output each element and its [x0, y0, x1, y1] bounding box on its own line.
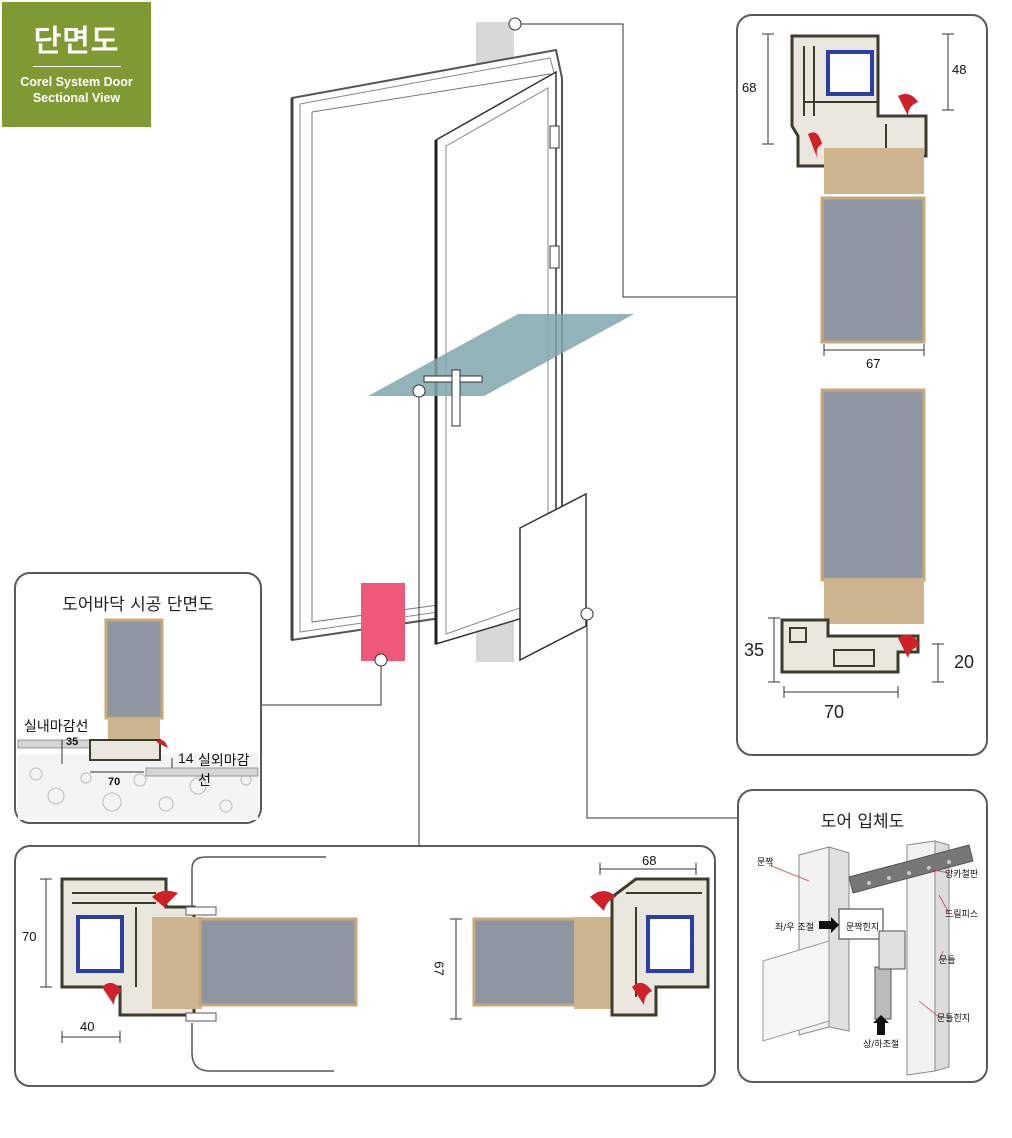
iso-frame-hinge — [874, 966, 892, 1020]
floor-wood-block — [108, 718, 160, 742]
bottom-foam-core — [820, 388, 926, 582]
iso-panel-title: 도어 입체도 — [820, 812, 905, 832]
iso-anchor-plate-label: 앙카철판 — [945, 870, 979, 880]
threshold-gasket — [898, 634, 920, 658]
dim-48-label: 48 — [952, 62, 967, 77]
iso-ud-adjust-label: 상/하조절 — [863, 1040, 900, 1050]
floor-dim-35-label: 35 — [66, 736, 79, 748]
hsec-dim-67-label: 67 — [431, 961, 447, 976]
floor-panel-title: 도어바닥 시공 단면도 — [62, 595, 214, 615]
left-gasket-2 — [102, 982, 122, 1005]
iso-frame-hinge-label: 문틀힌지 — [937, 1014, 971, 1024]
threshold-profile — [780, 618, 920, 674]
iso-frame-label: 문틀 — [939, 956, 956, 966]
lr-adjust-arrow — [819, 917, 839, 933]
isometric-view-panel: 도어 입체도 문짝 앙카철판 드릴피스 좌/우 조절 문짝힌지 문틀 문틀힌지 — [737, 789, 988, 1083]
top-foam-core — [820, 196, 926, 344]
dim-35-label: 35 — [744, 640, 765, 660]
horizontal-section-panel: 70 40 67 68 — [14, 845, 716, 1087]
indoor-finish-label: 실내마감선 — [24, 718, 89, 734]
indoor-finish-line — [17, 739, 93, 749]
top-wood-block — [824, 148, 924, 194]
top-gasket-1 — [898, 94, 918, 116]
dim-20-label: 20 — [954, 652, 975, 672]
hinge-outline-top — [191, 856, 326, 907]
floor-threshold — [89, 739, 161, 761]
right-foam-core — [472, 917, 578, 1007]
hinge-top — [549, 125, 560, 149]
left-glass-bead — [76, 915, 124, 973]
floor-foam-core — [104, 618, 164, 720]
right-gasket-2 — [632, 982, 652, 1005]
badge-subtitle-1: Corel System Door — [20, 75, 133, 89]
right-gasket-1 — [590, 891, 616, 911]
section-badge: 단면도 Corel System Door Sectional View — [2, 2, 151, 127]
vertical-section-panel: 68 48 67 35 20 70 — [736, 14, 988, 756]
floor-dim-70-label: 70 — [108, 776, 121, 788]
outdoor-finish-line — [145, 767, 259, 777]
dim-67-label: 67 — [866, 356, 881, 371]
bottom-wood-block — [824, 578, 924, 624]
hsec-dim-68-label: 68 — [642, 853, 657, 868]
outdoor-finish-label: 실외마감선 — [198, 752, 250, 788]
hinge-detail-sheet — [519, 492, 587, 662]
badge-subtitle-2: Sectional View — [32, 91, 121, 105]
right-wood-block — [574, 917, 614, 1009]
ground-slab — [18, 754, 258, 820]
hsec-dim-70-label: 70 — [22, 929, 37, 944]
badge-title: 단면도 — [33, 24, 120, 59]
iso-drill-screw-label: 드릴피스 — [945, 910, 979, 920]
badge-divider — [32, 66, 121, 67]
hsec-dim-40-label: 40 — [80, 1019, 95, 1034]
iso-leaf-hinge-label: 문짝힌지 — [846, 923, 880, 933]
hinge-outline-bottom — [191, 1023, 334, 1072]
top-gasket-2 — [808, 132, 822, 160]
iso-leaf-hinge-box — [838, 908, 884, 940]
floor-section-panel: 도어바닥 시공 단면도 실내마감선 35 14 실외마감선 70 — [14, 572, 262, 824]
iso-lower-rail — [762, 940, 830, 1042]
ud-adjust-arrow — [873, 1015, 889, 1035]
dim-70-label: 70 — [824, 702, 845, 722]
iso-anchor-plate — [848, 844, 974, 894]
hinge-mid — [549, 245, 560, 269]
dim-68-label: 68 — [742, 80, 757, 95]
iso-lr-adjust-label: 좌/우 조절 — [775, 923, 815, 933]
left-foam-core — [198, 917, 358, 1007]
top-glass-bead — [826, 50, 874, 96]
right-glass-bead — [646, 915, 694, 973]
iso-door-leaf-label: 문짝 — [757, 858, 774, 868]
floor-dim-14-label: 14 — [178, 750, 194, 766]
left-wood-block — [152, 917, 202, 1009]
left-gasket-1 — [152, 890, 178, 907]
floor-section-marker — [361, 583, 405, 661]
